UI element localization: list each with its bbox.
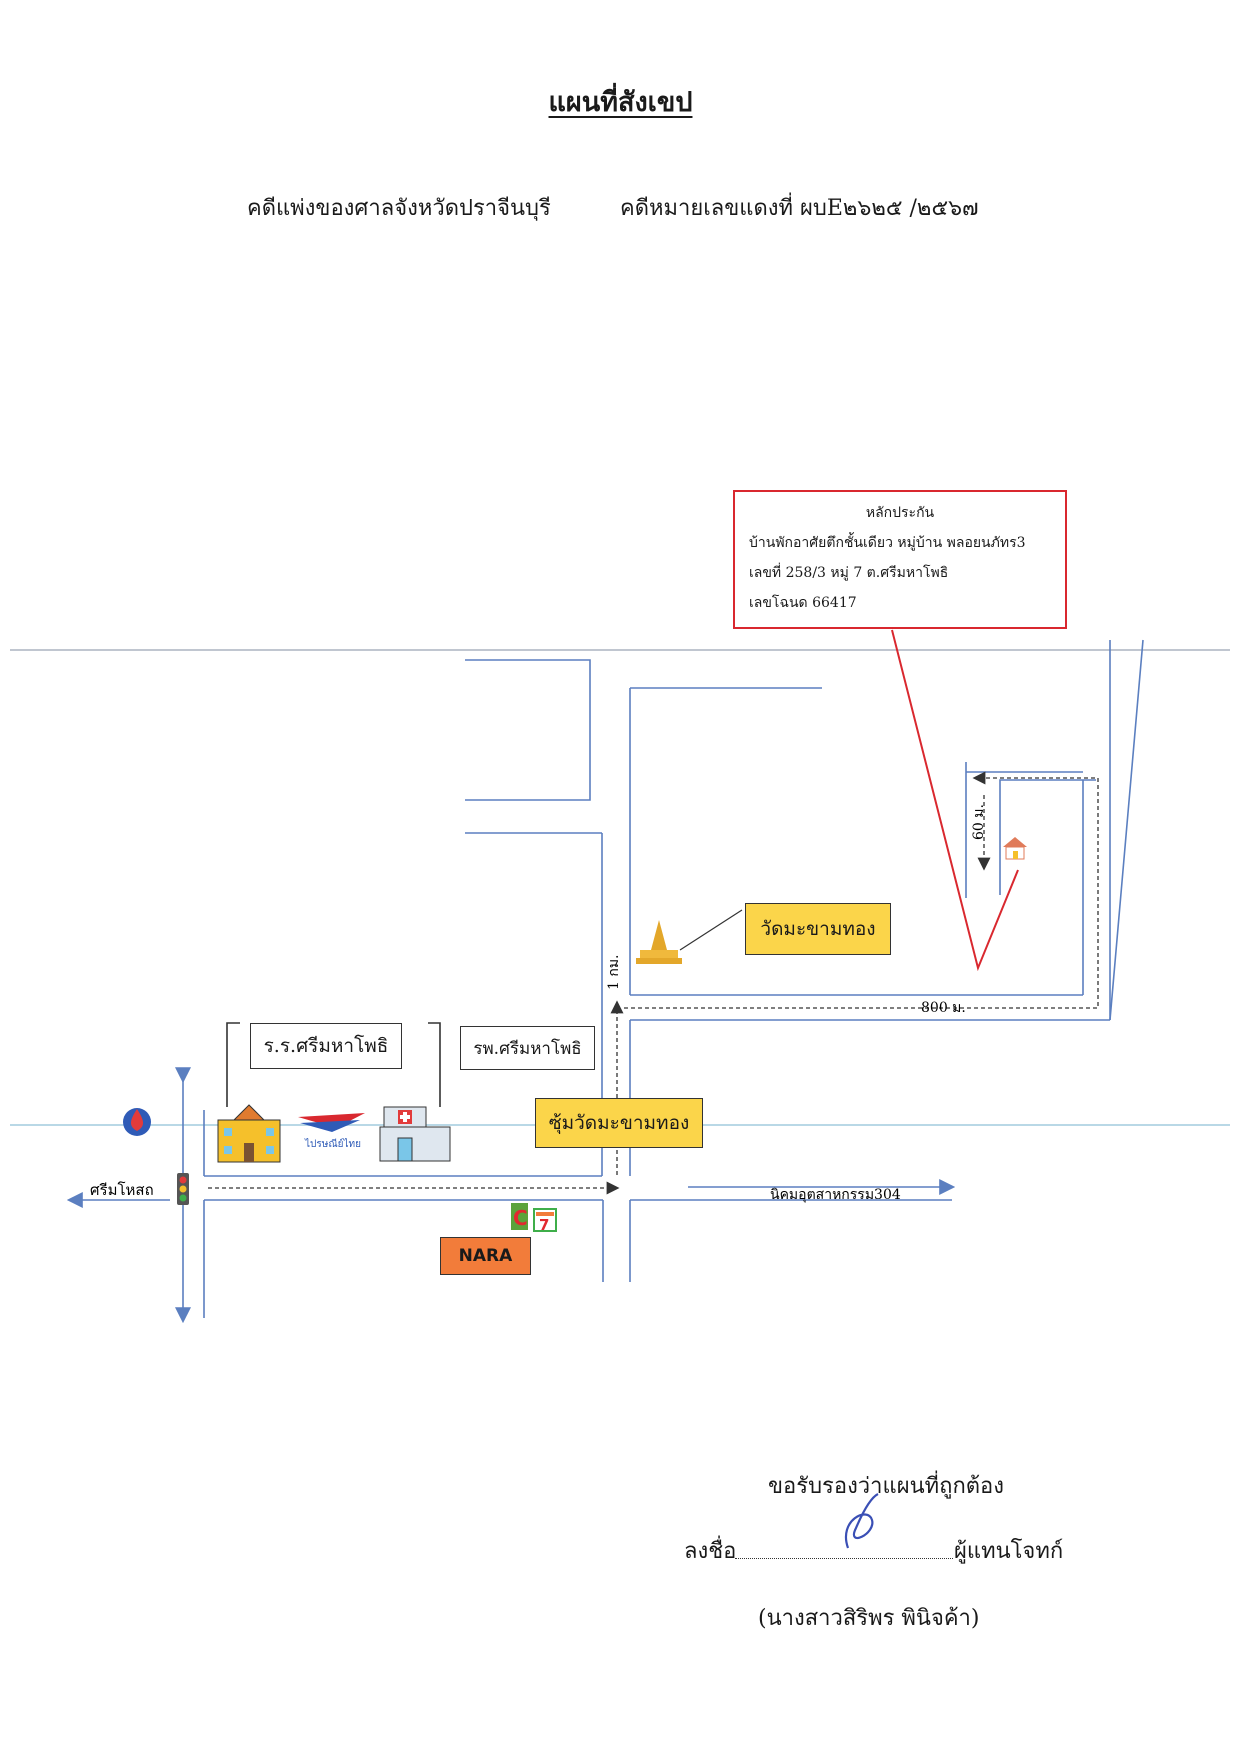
post-office-icon: ไปรษณีย์ไทย <box>298 1113 365 1150</box>
school-icon <box>217 1104 281 1163</box>
temple-arch-label: ซุ้มวัดมะขามทอง <box>535 1098 703 1148</box>
signature-line <box>735 1558 953 1559</box>
certify-text: ขอรับรองว่าแผนที่ถูกต้อง <box>768 1474 1005 1499</box>
seven-eleven-icon: 7 <box>533 1208 557 1234</box>
temple-label: วัดมะขามทอง <box>745 903 891 955</box>
distance-800-label: 800 ม. <box>921 1000 966 1016</box>
collateral-line-3: เลขโฉนด 66417 <box>749 595 857 611</box>
signer-name: (นางสาวสิริพร พินิจค้า) <box>758 1606 980 1631</box>
lotus-store-icon: C <box>511 1203 528 1230</box>
collateral-line-2: เลขที่ 258/3 หมู่ 7 ต.ศรีมหาโพธิ <box>749 565 949 581</box>
temple-icon <box>636 920 682 964</box>
school-bracket <box>226 1022 240 1107</box>
west-road-label: ศรีมโหสถ <box>90 1181 154 1199</box>
collateral-callout: หลักประกัน บ้านพักอาศัยตึกชั้นเดียว หมู่… <box>733 490 1067 629</box>
collateral-heading: หลักประกัน <box>865 505 935 521</box>
road-network <box>66 639 1144 1324</box>
distance-1km-label: 1 กม. <box>606 954 622 990</box>
collateral-pointer <box>891 629 1019 972</box>
nara-store-label: NARA <box>440 1237 531 1275</box>
school-label: ร.ร.ศรีมหาโพธิ <box>250 1023 402 1069</box>
svg-text:7: 7 <box>539 1216 549 1234</box>
collateral-line-1: บ้านพักอาศัยตึกชั้นเดียว หมู่บ้าน พลอยนภ… <box>749 535 1026 551</box>
route-arrow-to-soi <box>624 771 1099 1009</box>
hospital-icon <box>379 1106 451 1162</box>
hospital-label: รพ.ศรีมหาโพธิ <box>460 1026 595 1070</box>
svg-text:ไปรษณีย์ไทย: ไปรษณีย์ไทย <box>304 1138 361 1150</box>
sign-suffix: ผู้แทนโจทก์ <box>954 1539 1064 1564</box>
hospital-bracket <box>428 1022 441 1107</box>
case-number: คดีหมายเลขแดงที่ ผบE๒๖๒๕ /๒๕๖๗ <box>620 196 979 221</box>
svg-text:C: C <box>513 1206 528 1230</box>
house-icon <box>1003 837 1027 860</box>
page-title: แผนที่สังเขป <box>548 87 693 118</box>
sign-prefix: ลงชื่อ <box>684 1539 737 1564</box>
court-name: คดีแพ่งของศาลจังหวัดปราจีนบุรี <box>247 196 551 221</box>
distance-60-label: 60 ม. <box>971 804 987 840</box>
temple-leader <box>679 909 743 951</box>
traffic-light-icon <box>177 1173 189 1205</box>
gas-station-icon <box>123 1108 151 1136</box>
east-road-label: นิคมอุตสาหกรรม304 <box>770 1187 901 1203</box>
road-block-top-left <box>465 659 591 801</box>
